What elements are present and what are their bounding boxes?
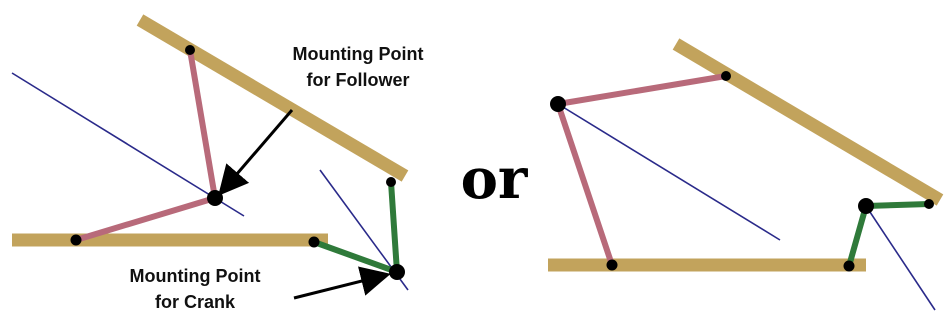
crank-label-line2: for Crank xyxy=(155,292,236,312)
right-pivot-crank-top xyxy=(924,199,934,209)
left-follower-link xyxy=(187,47,218,201)
or-separator: or xyxy=(461,146,529,212)
left-pivot-follower-top xyxy=(185,45,195,55)
right-coupler-link xyxy=(555,101,615,268)
follower-arrow xyxy=(218,109,294,196)
follower-label-line1: Mounting Point xyxy=(293,44,424,64)
right-crank-link-upper xyxy=(863,201,932,209)
right-pivot-crank-ground xyxy=(843,260,855,272)
left-pivot-crank-mount xyxy=(389,264,405,280)
right-pivot-coupler-bottom xyxy=(606,259,618,271)
left-pivot-coupler-left xyxy=(70,234,82,246)
left-crank-link-upper xyxy=(388,179,400,275)
crank-label-line1: Mounting Point xyxy=(130,266,261,286)
left-pivot-crank-ground xyxy=(308,236,320,248)
left-construction-line-follower xyxy=(11,72,245,217)
right-pivot-follower-mount xyxy=(550,96,566,112)
left-pivot-crank-top xyxy=(386,177,396,187)
left-coupler-link xyxy=(73,195,218,243)
follower-label-line2: for Follower xyxy=(307,70,410,90)
right-configuration xyxy=(548,38,944,311)
right-pivot-follower-top xyxy=(721,71,731,81)
left-configuration: Mounting Point for Follower Mounting Poi… xyxy=(11,14,424,312)
right-construction-line-follower xyxy=(557,103,781,241)
right-upper-ground-bar xyxy=(672,38,944,206)
left-pivot-follower-mount xyxy=(207,190,223,206)
right-follower-link xyxy=(555,73,729,107)
left-upper-ground-bar xyxy=(136,14,409,182)
crank-arrow xyxy=(293,266,391,300)
right-crank-link-lower xyxy=(846,203,869,269)
right-construction-line-crank xyxy=(865,205,936,311)
right-pivot-crank-mount xyxy=(858,198,874,214)
